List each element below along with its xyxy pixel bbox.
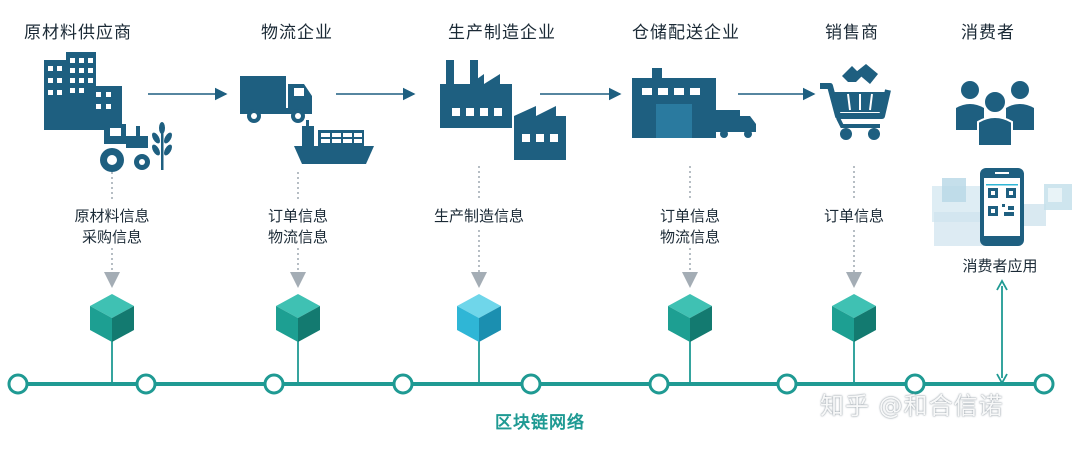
factory-icon [440, 60, 566, 160]
stage-title-logistics: 物流企业 [261, 23, 333, 43]
watermark: 知乎 @和合信诺 [820, 392, 1004, 420]
warehouse-truck-icon [632, 68, 756, 138]
info-line: 采购信息 [81, 228, 143, 246]
info-line: 生产制造信息 [433, 207, 525, 225]
phone-qr-code-icon [932, 168, 1072, 246]
info-line: 原材料信息 [74, 207, 150, 225]
stage-title-warehouse: 仓储配送企业 [632, 23, 740, 43]
block-cube-1 [90, 294, 134, 342]
block-cube-4 [668, 294, 712, 342]
stage-title-manufacturer: 生产制造企业 [448, 23, 556, 43]
truck-ship-icon [240, 76, 374, 164]
block-cube-5 [832, 294, 876, 342]
info-line: 消费者应用 [962, 257, 1038, 275]
info-warehouse: 订单信息 物流信息 [660, 206, 720, 248]
shopping-cart-icon [820, 64, 891, 140]
info-line: 订单信息 [267, 207, 329, 225]
info-logistics: 订单信息 物流信息 [268, 206, 328, 248]
info-line: 物流信息 [267, 228, 329, 246]
info-line: 物流信息 [659, 228, 721, 246]
info-consumer-app: 消费者应用 [962, 256, 1037, 277]
factory-buildings-tractor-icon [44, 52, 172, 172]
blockchain-network-label: 区块链网络 [495, 413, 585, 433]
consumer-link-arrow [996, 279, 1008, 385]
stage-title-raw-material-supplier: 原材料供应商 [24, 23, 132, 43]
info-manufacturing: 生产制造信息 [434, 206, 524, 227]
info-retailer: 订单信息 [824, 206, 884, 227]
stage-title-retailer: 销售商 [825, 23, 879, 43]
people-group-icon [956, 81, 1034, 147]
info-line: 订单信息 [659, 207, 721, 225]
stage-title-consumer: 消费者 [961, 23, 1015, 43]
network-nodes [7, 373, 1055, 395]
block-cube-3 [457, 294, 501, 342]
info-raw-material: 原材料信息 采购信息 [74, 206, 149, 248]
block-cube-2 [276, 294, 320, 342]
info-line: 订单信息 [823, 207, 885, 225]
